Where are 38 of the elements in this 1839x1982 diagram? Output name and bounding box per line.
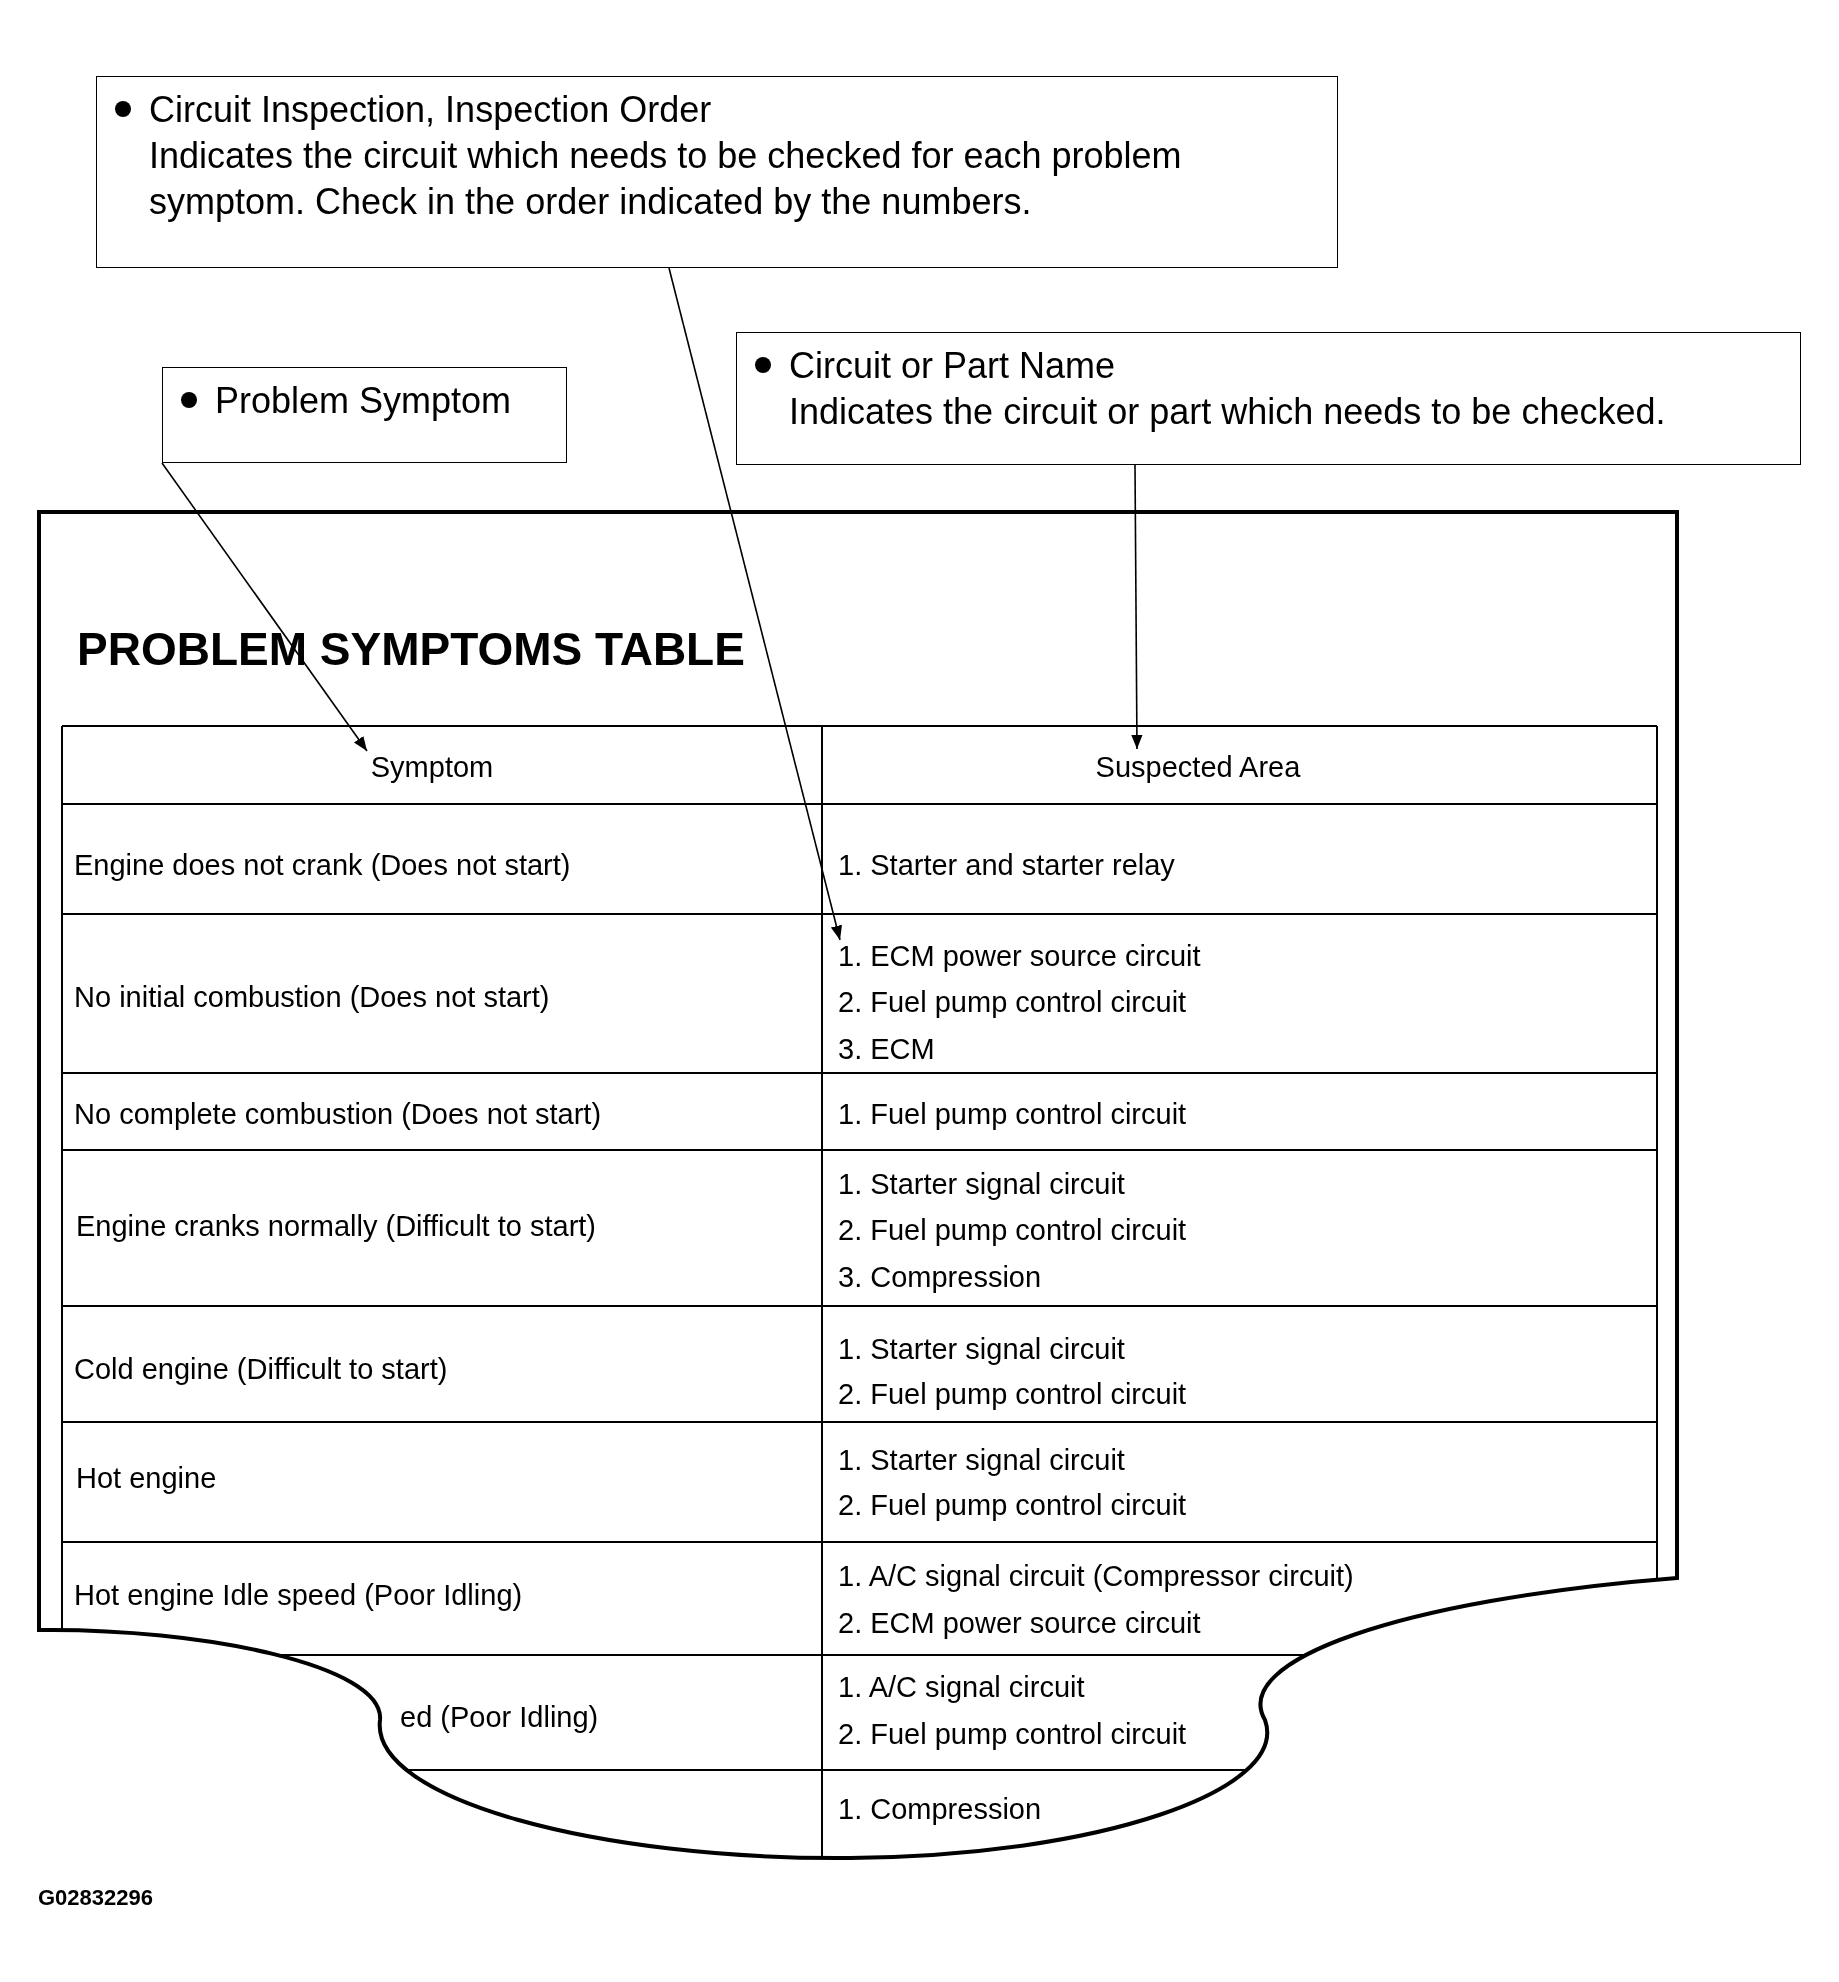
table-cell-text: No complete combustion (Does not start) xyxy=(74,1097,602,1132)
table-cell-text: 2. Fuel pump control circuit xyxy=(838,1213,1187,1248)
table-cell-text: 1. A/C signal circuit xyxy=(838,1670,1085,1705)
table-cell-text: 2. ECM power source circuit xyxy=(838,1606,1201,1641)
figure-code: G02832296 xyxy=(38,1884,153,1912)
table-cell-text: 2. Fuel pump control circuit xyxy=(838,1377,1187,1412)
table-cell-text: Hot engine xyxy=(76,1461,217,1496)
table-cell-text: 1. Starter signal circuit xyxy=(838,1167,1125,1202)
leader-line xyxy=(1131,464,1143,750)
callout-heading: Problem Symptom xyxy=(215,379,513,423)
table-cell-text: 2. Fuel pump control circuit xyxy=(838,1488,1187,1523)
table-cell-text: 2. Fuel pump control circuit xyxy=(838,985,1187,1020)
table-cell-text: Engine does not crank (Does not start) xyxy=(74,848,571,883)
table-cell-text: 3. ECM xyxy=(838,1032,935,1067)
table-cell-text: 1. Starter signal circuit xyxy=(838,1443,1125,1478)
table-cell-text: Hot engine Idle speed (Poor Idling) xyxy=(74,1578,523,1613)
table-cell-text: 1. A/C signal circuit (Compressor circuit) xyxy=(838,1559,1354,1594)
leader-line xyxy=(668,267,843,941)
table-cell-text: 1. Starter and starter relay xyxy=(838,848,1175,883)
callout-box xyxy=(162,367,567,463)
callout-heading: Circuit Inspection, Inspection Order xyxy=(149,88,713,132)
table-cell-text: ed (Poor Idling) xyxy=(400,1700,599,1735)
table-cell-text: Cold engine (Difficult to start) xyxy=(74,1352,448,1387)
table-cell-text: No initial combustion (Does not start) xyxy=(74,980,550,1015)
table-cell-text: 1. ECM power source circuit xyxy=(838,938,1201,974)
table-cell-text: 1. Starter signal circuit xyxy=(838,1332,1125,1367)
column-header: Suspected Area xyxy=(1095,749,1301,785)
callout-box xyxy=(96,76,1338,268)
table-cell-text: 3. Compression xyxy=(838,1260,1042,1295)
callout-text: Indicates the circuit which needs to be checked for each problem symptom. Check in the order indicated by the numbers. xyxy=(149,134,1183,224)
table-cell-text: 1. Compression xyxy=(838,1792,1042,1827)
table-cell-text: 1. Fuel pump control circuit xyxy=(838,1097,1187,1132)
callout-text: Indicates the circuit or part which needs to be checked. xyxy=(789,390,1667,434)
callout-box xyxy=(736,332,1801,465)
table-cell-text: 2. Fuel pump control circuit xyxy=(838,1717,1187,1752)
table-cell-text: Engine cranks normally (Difficult to start) xyxy=(76,1209,597,1244)
column-header: Symptom xyxy=(370,749,494,785)
callout-heading: Circuit or Part Name xyxy=(789,344,1117,388)
